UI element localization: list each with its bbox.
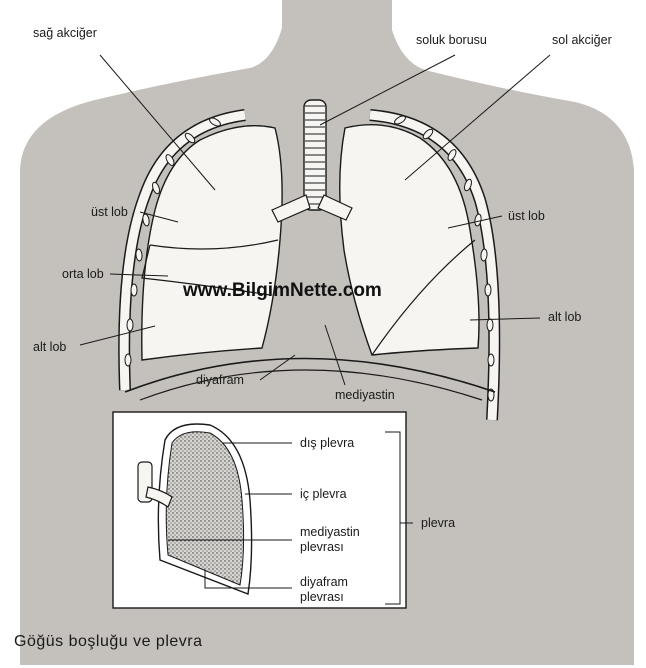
label-outer-pleura: dış plevra <box>300 436 354 450</box>
label-diaphragm: diyafram <box>196 373 244 387</box>
label-right-lung: sağ akciğer <box>33 26 97 40</box>
rib-oval <box>142 213 150 227</box>
diaphragm <box>124 357 496 393</box>
label-lower-lobe-left: alt lob <box>548 310 581 324</box>
label-lower-lobe-right: alt lob <box>33 340 66 354</box>
rib-oval <box>135 248 143 262</box>
inset-leader-lines <box>168 431 413 605</box>
rib-oval <box>447 149 457 161</box>
trachea <box>271 99 353 223</box>
label-mediastinum: mediyastin <box>335 388 395 402</box>
rib-oval <box>130 283 138 297</box>
label-trachea: soluk borusu <box>416 33 487 47</box>
label-mediastinal-pleura-2: plevrası <box>300 540 344 554</box>
label-diaphragm-pleura-1: diyafram <box>300 575 348 589</box>
rib-oval <box>484 283 492 297</box>
label-inner-pleura: iç plevra <box>300 487 347 501</box>
rib-oval <box>209 117 221 127</box>
rib-oval <box>394 115 406 125</box>
rib-oval <box>152 181 160 195</box>
label-left-lung: sol akciğer <box>552 33 612 47</box>
label-middle-lobe: orta lob <box>62 267 104 281</box>
watermark: www.BilgimNette.com <box>182 280 382 301</box>
rib-oval <box>184 132 196 144</box>
label-mediastinal-pleura-1: mediyastin <box>300 525 360 539</box>
rib-oval <box>124 353 132 367</box>
rib-oval <box>464 178 472 192</box>
left-lung <box>339 123 480 356</box>
label-upper-lobe-left: üst lob <box>508 209 545 223</box>
right-lung <box>141 125 283 361</box>
rib-oval <box>487 353 495 367</box>
rib-oval <box>422 128 434 140</box>
inset-lung <box>137 423 253 595</box>
caption: Göğüs boşluğu ve plevra <box>14 633 203 650</box>
label-diaphragm-pleura-2: plevrası <box>300 590 344 604</box>
rib-oval <box>126 318 134 332</box>
rib-oval <box>486 318 494 332</box>
rib-oval <box>165 154 175 166</box>
label-pleura: plevra <box>421 516 455 530</box>
ribs-right <box>124 117 221 367</box>
rib-oval <box>480 248 488 262</box>
leader-lines <box>79 54 551 386</box>
pleura-inset <box>112 411 407 609</box>
label-upper-lobe-right: üst lob <box>91 205 128 219</box>
rib-oval <box>487 388 495 402</box>
